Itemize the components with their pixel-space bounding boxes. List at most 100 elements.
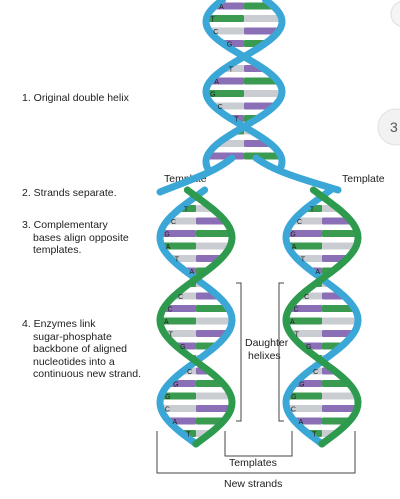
right-daughter-base-letter: G (290, 232, 295, 239)
templates-bracket (224, 431, 293, 457)
left-daughter-base-letter: A (166, 244, 171, 251)
right-daughter-base-letter: T (312, 432, 317, 439)
right-daughter-base-left (287, 242, 322, 250)
left-daughter-base-letter: T (169, 332, 174, 339)
left-daughter-base-right (196, 380, 223, 387)
template-right-label: Template (342, 173, 385, 185)
right-daughter-base-right (322, 242, 357, 250)
right-daughter-base-left (290, 330, 322, 337)
original-base-right (244, 27, 279, 35)
original-base-right (244, 15, 282, 22)
left-daughter-base-letter: G (173, 382, 178, 389)
step-3-line: 3. Complementary (22, 219, 108, 231)
step-4-line: continuous new strand. (33, 368, 141, 380)
original-base-right (244, 77, 278, 85)
left-daughter-base-letter: C (171, 219, 176, 226)
right-daughter-base-letter: C (313, 369, 318, 376)
left-daughter-strand-a (156, 186, 236, 448)
left-daughter-base-letter: A (173, 419, 178, 426)
left-daughter-base-right (196, 405, 232, 412)
right-daughter-base-letter: C (291, 407, 296, 414)
step-4-label: 4. Enzymes link sugar-phosphate backbone… (22, 318, 141, 381)
right-daughter-base-left (286, 230, 322, 237)
left-daughter-base-left (163, 305, 196, 312)
left-daughter-base-letter: C (168, 307, 173, 314)
original-base-left (213, 102, 244, 110)
original-base-left (209, 27, 244, 35)
step-4-line: nucleotides into a (33, 355, 115, 368)
right-daughter-base-letter: C (294, 307, 299, 314)
right-daughter-base-letter: A (292, 244, 297, 251)
left-daughter-base-letter: G (165, 394, 170, 401)
daughter-line: helixes (248, 349, 281, 362)
left-daughter-base-left (160, 405, 196, 412)
right-daughter-base-left (286, 317, 322, 325)
left-daughter-base-left (164, 330, 196, 337)
left-daughter-base-letter: A (164, 319, 169, 326)
right-daughter-base-letter: T (295, 332, 300, 339)
right-daughter-base-left (293, 217, 322, 225)
left-daughter-base-letter: C (165, 407, 170, 414)
left-daughter-base-letter: T (186, 432, 191, 439)
original-base-letter: G (210, 92, 215, 99)
step-4-line: backbone of aligned (33, 343, 127, 355)
right-daughter-base-letter: A (299, 419, 304, 426)
step-4-line: sugar-phosphate (33, 330, 112, 343)
original-base-letter: T (210, 17, 215, 24)
original-base-letter: T (234, 117, 239, 124)
right-daughter-base-left (294, 417, 322, 425)
left-daughter-base-left (160, 230, 196, 237)
left-daughter-base-letter: A (189, 269, 194, 276)
left-daughter-base-right (196, 417, 224, 425)
original-base-letter: T (229, 67, 234, 74)
left-daughter-base-letter: C (187, 369, 192, 376)
right-daughter-strand-b (282, 186, 362, 448)
right-daughter-base-left (295, 380, 322, 387)
left-daughter-base-left (168, 417, 196, 425)
daughter-line: Daughter (245, 337, 289, 349)
original-strand-b (202, 0, 286, 172)
right-daughter-strand-a (282, 186, 362, 448)
original-base-letter: G (227, 42, 232, 49)
right-daughter-base-left (287, 392, 322, 400)
left-daughter-base-right (196, 392, 231, 400)
right-daughter-base-letter: A (290, 319, 295, 326)
left-daughter-base-left (167, 217, 196, 225)
new-strands-label: New strands (224, 478, 283, 490)
step-3-label: 3. Complementary bases align opposite te… (22, 219, 129, 257)
left-daughter-base-right (196, 242, 231, 250)
right-daughter-base-left (289, 305, 322, 312)
step-3-line: bases align opposite (33, 231, 129, 244)
left-daughter-base-letter: C (178, 294, 183, 301)
left-daughter-base-left (169, 380, 196, 387)
right-daughter-base-letter: C (297, 219, 302, 226)
daughter-bracket-right (278, 282, 284, 422)
right-daughter-base-right (322, 405, 358, 412)
right-daughter-base-letter: G (306, 344, 311, 351)
right-daughter-base-right (322, 380, 349, 387)
edge-button-side-icon (377, 108, 400, 146)
right-daughter-base-left (286, 405, 322, 412)
left-daughter-strand-b (156, 186, 236, 448)
right-daughter-base-right (322, 392, 357, 400)
original-base-letter: A (214, 79, 219, 86)
template-arm-right (252, 154, 342, 194)
daughter-helixes-label: Daughter helixes (245, 337, 288, 362)
original-base-letter: A (219, 4, 224, 11)
right-daughter-base-right (322, 305, 355, 312)
edge-button-top-icon (390, 1, 400, 27)
right-daughter-base-letter: T (310, 207, 315, 214)
left-daughter-base-right (196, 230, 232, 237)
template-arm-left (156, 154, 236, 196)
left-daughter-base-letter: T (175, 257, 180, 264)
left-daughter-base-right (196, 217, 225, 225)
left-daughter-base-right (196, 305, 229, 312)
right-daughter-base-letter: C (304, 294, 309, 301)
edge-digit: 3 (390, 119, 398, 135)
step-3-line: templates. (33, 244, 82, 256)
original-base-right (244, 90, 282, 97)
right-daughter-base-right (322, 217, 351, 225)
left-daughter-base-left (161, 392, 196, 400)
right-daughter-base-right (322, 230, 358, 237)
original-base-right (244, 102, 275, 110)
